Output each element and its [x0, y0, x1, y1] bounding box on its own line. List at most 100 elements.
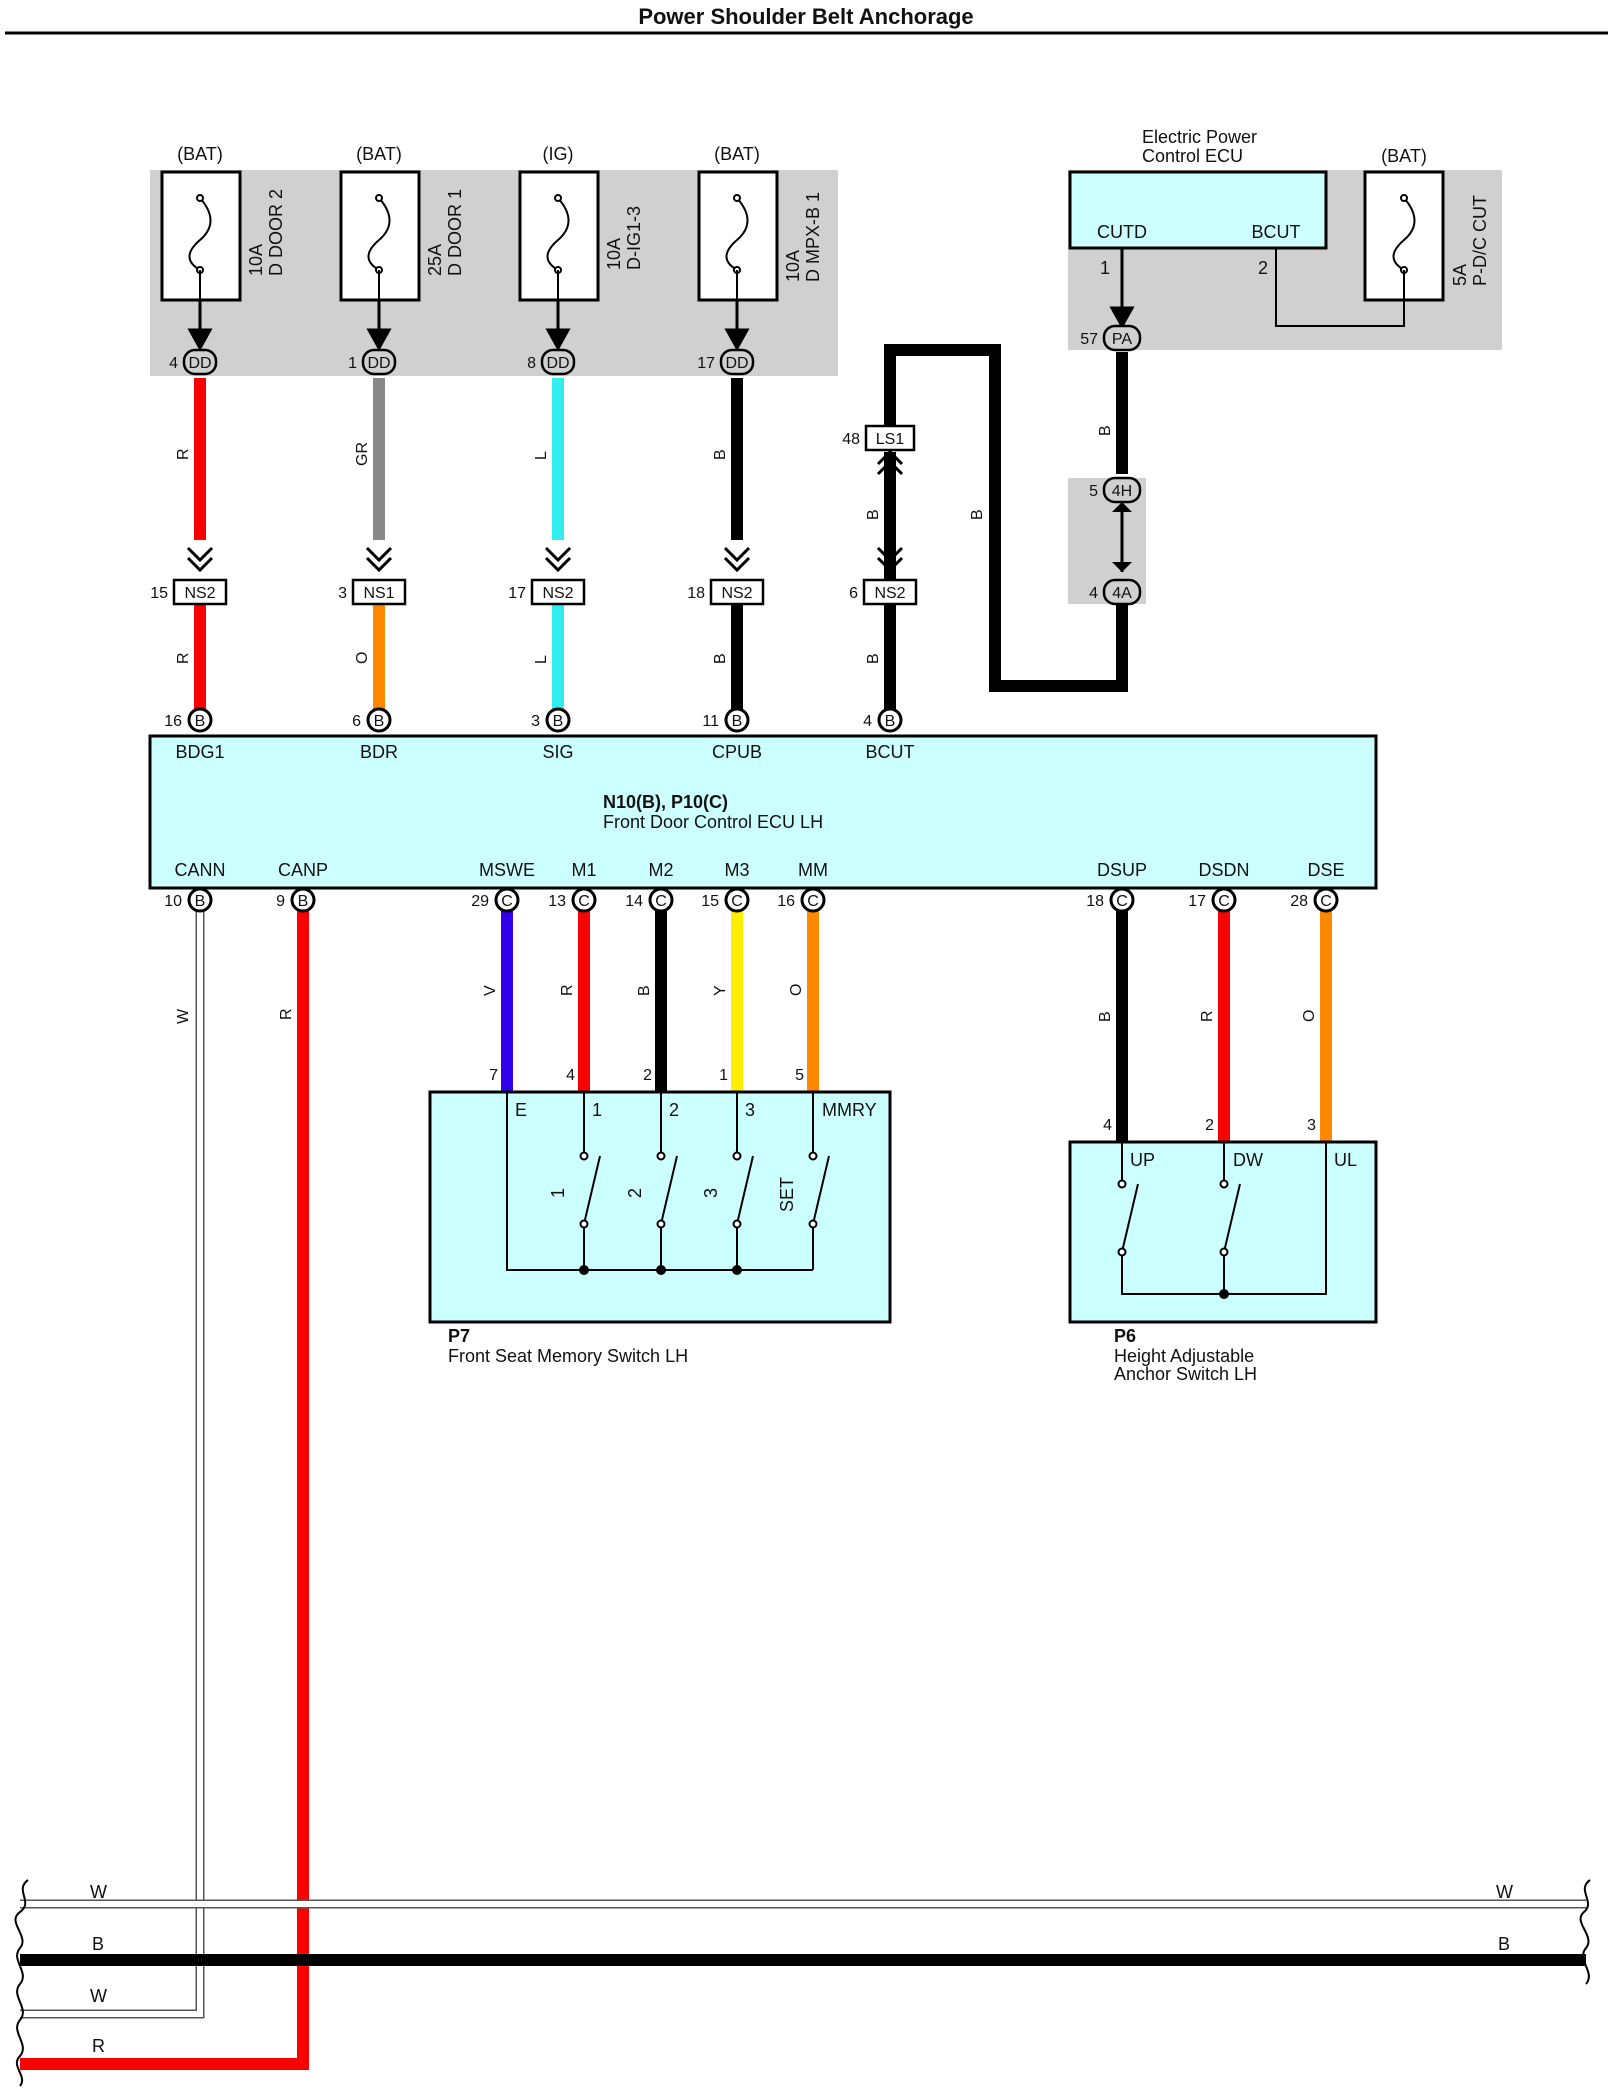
ecu-top-pins: B 16 B 6 B 3 B 11 B 4 [164, 707, 903, 733]
fuse-name: P-D/C CUT [1470, 195, 1490, 286]
fuse-d-door-2: (BAT) 10A D DOOR 2 [160, 144, 286, 302]
ecu-terminal: M2 [648, 860, 673, 880]
fuse-rating: 10A [246, 244, 266, 276]
diagram-label: B [732, 713, 743, 730]
epc-term-cutd: CUTD [1097, 222, 1147, 242]
ecu-terminal: M3 [724, 860, 749, 880]
junction-pin: 18 [687, 585, 705, 602]
ecu-terminal: BDR [360, 742, 398, 762]
diagram-label: C [501, 893, 513, 910]
conn-pin: 8 [527, 355, 536, 372]
wire-color: GR [354, 442, 371, 466]
diagram-label: B [374, 713, 385, 730]
junction-pin: 3 [338, 585, 347, 602]
fuse-supply: (BAT) [177, 144, 223, 164]
junction-label: NS2 [874, 585, 905, 602]
diagram-label: 18 [1086, 893, 1104, 910]
bus-label-b: B [92, 1934, 104, 1954]
ns-arrows [186, 449, 904, 573]
epc-ecu-name-1: Electric Power [1142, 127, 1257, 147]
diagram-label: 11 [702, 713, 719, 730]
conn-pin: 4 [1089, 585, 1098, 602]
diagram-label: C [655, 893, 667, 910]
wire-color: L [533, 655, 550, 664]
diagram-label: B [885, 713, 896, 730]
bus-label-w-right: W [1496, 1882, 1513, 1902]
ecu-terminal: BDG1 [175, 742, 224, 762]
ecu-terminal: DSE [1307, 860, 1344, 880]
junction-label: NS1 [363, 585, 394, 602]
diagram-label: C [731, 893, 743, 910]
diagram-label: 7 [489, 1067, 498, 1084]
diagram-label: C [1116, 893, 1128, 910]
junction-label: NS2 [184, 585, 215, 602]
conn-pin: 57 [1080, 331, 1098, 348]
diagram-label: 17 [1188, 893, 1206, 910]
fuse-d-mpx-b1: (BAT) 10A D MPX-B 1 [697, 144, 823, 302]
upper-wires [194, 248, 1128, 710]
p7-code: P7 [448, 1326, 470, 1346]
fuse-name: D-IG1-3 [624, 206, 644, 270]
diagram-label: DW [1233, 1150, 1263, 1170]
diagram-label: 15 [701, 893, 719, 910]
bus-label-r: R [92, 2036, 105, 2056]
ecu-terminal: CANP [278, 860, 328, 880]
conn-label: 4H [1112, 483, 1132, 500]
diagram-label: W [175, 1008, 192, 1024]
diagram-label: 2 [643, 1067, 652, 1084]
fuse-name: D DOOR 1 [445, 189, 465, 276]
epc-ecu-name-2: Control ECU [1142, 146, 1243, 166]
conn-label: 4A [1112, 585, 1132, 602]
diagram-label: O [1301, 1010, 1318, 1022]
fuse-supply: (BAT) [1381, 146, 1427, 166]
fuse-rating: 10A [604, 238, 624, 270]
conn-pin: 4 [169, 355, 178, 372]
fuse-supply: (BAT) [714, 144, 760, 164]
epc-bcut-link [1275, 248, 1405, 327]
bus-label-w2: W [90, 1986, 107, 2006]
diagram-label: UL [1334, 1150, 1357, 1170]
conn-pin: 5 [1089, 483, 1098, 500]
p7-name: Front Seat Memory Switch LH [448, 1346, 688, 1366]
wire-color: R [175, 652, 192, 664]
junction-label: LS1 [876, 431, 905, 448]
junction-pin: 15 [150, 585, 168, 602]
diagram-label: C [807, 893, 819, 910]
junction-label: NS2 [542, 585, 573, 602]
door-ecu-code: N10(B), P10(C) [603, 792, 728, 812]
wire-color: B [865, 653, 882, 664]
fuse-supply: (IG) [543, 144, 574, 164]
wire-color: B [712, 653, 729, 664]
diagram-label: 13 [548, 893, 566, 910]
diagram-label: B [195, 713, 206, 730]
wire-color: R [175, 448, 192, 460]
bus-label-b-right: B [1498, 1934, 1510, 1954]
fuse-rating: 5A [1450, 264, 1470, 286]
junction-pin: 6 [849, 585, 858, 602]
diagram-label: MMRY [822, 1100, 877, 1120]
diagram-label: UP [1130, 1150, 1155, 1170]
upper-wire-labels: R GR L B R O L B B B B B [175, 425, 1114, 664]
front-door-control-ecu: N10(B), P10(C) Front Door Control ECU LH… [148, 734, 1378, 890]
diagram-label: Y [712, 985, 729, 996]
ecu-terminal: CPUB [712, 742, 762, 762]
page-title: Power Shoulder Belt Anchorage [638, 4, 973, 29]
ecu-terminal: SIG [542, 742, 573, 762]
conn-label: DD [367, 355, 390, 372]
ecu-terminal: CANN [174, 860, 225, 880]
diagram-label: 10 [164, 893, 182, 910]
diagram-label: V [482, 985, 499, 996]
p6-code: P6 [1114, 1326, 1136, 1346]
ecu-terminal: DSDN [1198, 860, 1249, 880]
conn-label: DD [188, 355, 211, 372]
ecu-terminal: MSWE [479, 860, 535, 880]
fuse-name: D MPX-B 1 [803, 192, 823, 282]
diagram-label: 14 [625, 893, 643, 910]
diagram-label: B [1097, 1011, 1114, 1022]
diagram-label: 1 [592, 1100, 602, 1120]
diagram-label: C [578, 893, 590, 910]
diagram-label: C [1218, 893, 1230, 910]
diagram-label: 2 [1205, 1117, 1214, 1134]
diagram-label: E [515, 1100, 527, 1120]
